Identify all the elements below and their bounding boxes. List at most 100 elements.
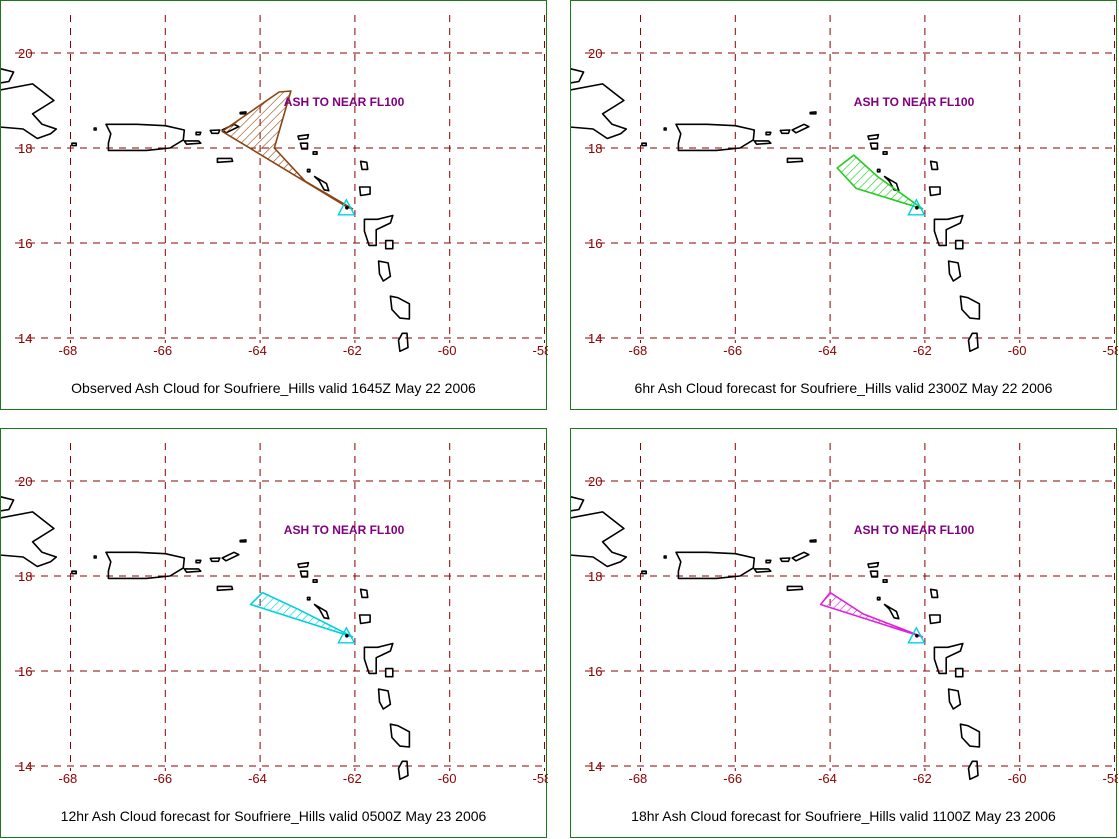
st-croix xyxy=(216,585,234,592)
desecheo-island xyxy=(93,127,97,131)
lon-tick-label: -58 xyxy=(1103,771,1119,786)
lon-tick-label: -64 xyxy=(818,771,837,786)
lat-tick-label: 14 xyxy=(588,331,602,346)
lat-tick-label: 14 xyxy=(18,331,32,346)
vieques xyxy=(183,568,202,573)
st-barts xyxy=(882,151,888,155)
lat-tick-label: 16 xyxy=(18,236,32,251)
map-canvas: ASH TO NEAR FL10020181614-68-66-64-62-60… xyxy=(1,443,548,786)
guadeloupe xyxy=(933,642,964,675)
culebra xyxy=(765,559,772,564)
lat-tick-label: 16 xyxy=(588,664,602,679)
guadeloupe xyxy=(933,214,964,247)
lon-tick-label: -64 xyxy=(248,343,267,358)
grid xyxy=(15,15,547,343)
lon-tick-label: -68 xyxy=(629,771,648,786)
panel-caption: Observed Ash Cloud for Soufriere_Hills v… xyxy=(71,380,476,396)
guadeloupe xyxy=(363,642,394,675)
ash-altitude-annotation: ASH TO NEAR FL100 xyxy=(284,523,405,537)
lon-tick-label: -60 xyxy=(1008,771,1027,786)
map-canvas: ASH TO NEAR FL10020181614-68-66-64-62-60… xyxy=(571,15,1118,358)
st-thomas xyxy=(209,129,221,135)
coastlines xyxy=(1,496,411,781)
st-barts xyxy=(312,151,318,155)
lon-tick-label: -60 xyxy=(438,771,457,786)
coastlines xyxy=(571,68,981,353)
map-canvas: ASH TO NEAR FL10020181614-68-66-64-62-60… xyxy=(1,15,548,358)
ash-altitude-annotation: ASH TO NEAR FL100 xyxy=(284,95,405,109)
dominica xyxy=(377,688,392,710)
lat-tick-label: 18 xyxy=(588,141,602,156)
dominica xyxy=(947,260,962,282)
st-thomas xyxy=(209,557,221,563)
lon-tick-label: -68 xyxy=(59,771,78,786)
lat-tick-label: 18 xyxy=(588,569,602,584)
st-martin xyxy=(299,570,309,578)
panel-caption: 12hr Ash Cloud forecast for Soufriere_Hi… xyxy=(60,808,487,824)
lon-tick-label: -60 xyxy=(1008,343,1027,358)
puerto-rico xyxy=(105,551,186,580)
hispaniola-coast xyxy=(1,511,58,568)
lon-tick-label: -68 xyxy=(629,343,648,358)
vieques xyxy=(183,140,202,145)
lat-tick-label: 16 xyxy=(588,236,602,251)
marie-galante xyxy=(384,667,394,678)
st-croix xyxy=(216,157,234,164)
st-croix xyxy=(786,157,804,164)
mona-island xyxy=(71,570,77,575)
st-kitts-nevis xyxy=(883,603,900,620)
anegada xyxy=(239,111,247,115)
anguilla xyxy=(867,133,880,141)
volcano-marker xyxy=(907,198,926,216)
hispaniola-coast xyxy=(571,83,628,140)
ash-cloud-polygon xyxy=(249,591,354,638)
barbuda xyxy=(359,160,369,171)
culebra xyxy=(765,131,772,136)
lat-tick-label: 20 xyxy=(18,46,32,61)
antigua xyxy=(358,614,371,625)
anegada xyxy=(239,539,247,543)
lon-tick-label: -66 xyxy=(153,343,172,358)
vieques xyxy=(753,568,772,573)
mona-island xyxy=(71,142,77,147)
ash-cloud-polygon xyxy=(819,591,924,638)
st-martin xyxy=(869,570,879,578)
dominica xyxy=(377,260,392,282)
hispaniola-coast xyxy=(1,83,58,140)
ash-cloud-polygon xyxy=(836,154,924,210)
volcano-marker xyxy=(337,626,356,644)
dominica xyxy=(947,688,962,710)
st-john-tortola xyxy=(791,123,810,134)
st-martin xyxy=(299,142,309,150)
st-lucia xyxy=(967,760,979,781)
lon-tick-label: -66 xyxy=(723,343,742,358)
st-thomas xyxy=(779,129,791,135)
desecheo-island xyxy=(663,555,667,559)
st-john-tortola xyxy=(221,551,240,562)
grid xyxy=(15,443,547,771)
lat-tick-label: 20 xyxy=(588,46,602,61)
saba-statia xyxy=(876,596,881,601)
st-thomas xyxy=(779,557,791,563)
martinique xyxy=(389,295,411,320)
lon-tick-label: -62 xyxy=(913,771,932,786)
hispaniola-coast xyxy=(571,511,628,568)
st-kitts-nevis xyxy=(313,175,330,192)
culebra xyxy=(195,131,202,136)
guadeloupe xyxy=(363,214,394,247)
marie-galante xyxy=(954,239,964,250)
lat-tick-label: 18 xyxy=(18,569,32,584)
puerto-rico xyxy=(675,123,756,152)
anegada xyxy=(809,111,817,115)
hispaniola-north-coast xyxy=(571,68,585,84)
st-lucia xyxy=(397,760,409,781)
grid xyxy=(585,15,1117,343)
anguilla xyxy=(297,561,310,569)
st-lucia xyxy=(967,332,979,353)
st-barts xyxy=(312,579,318,583)
vieques xyxy=(753,140,772,145)
st-john-tortola xyxy=(791,551,810,562)
